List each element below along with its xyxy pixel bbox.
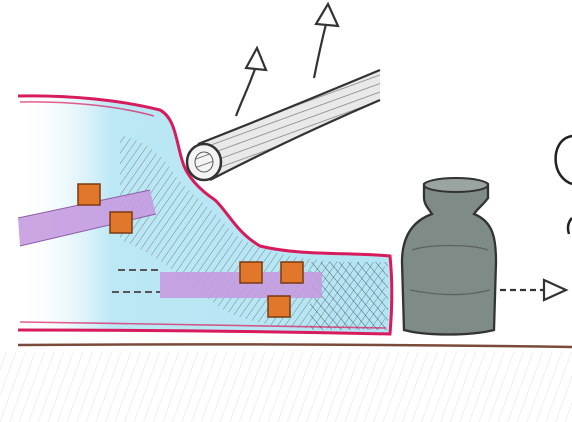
orange-square <box>78 184 100 205</box>
floor-texture <box>0 352 572 422</box>
orange-square <box>110 212 132 233</box>
right-arrow <box>500 280 566 300</box>
partial-mark-right <box>568 218 572 234</box>
orange-square <box>240 262 262 283</box>
orange-square <box>268 296 290 317</box>
up-arrow-left <box>236 48 266 116</box>
ground-line <box>18 344 572 347</box>
partial-circle-right <box>556 136 572 184</box>
striped-roller <box>187 70 380 180</box>
gray-weight <box>402 178 496 335</box>
orange-square <box>281 262 303 283</box>
up-arrow-right <box>314 4 338 78</box>
